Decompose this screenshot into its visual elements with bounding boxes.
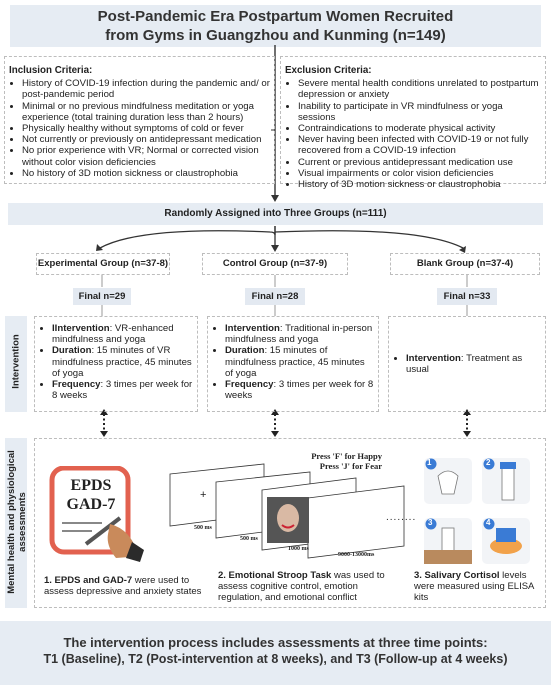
intervention-blank-box: Intervention: Treatment as usual: [388, 316, 546, 412]
inclusion-list: History of COVID-19 infection during the…: [9, 78, 270, 179]
intervention-experimental-box: IIntervention: VR-enhanced mindfulness a…: [34, 316, 198, 412]
exclusion-item: Contraindications to moderate physical a…: [298, 123, 541, 134]
exp-val-intervention: : VR-enhanced mindfulness and yoga: [52, 323, 174, 346]
inclusion-item: Not currently or previously on antidepre…: [22, 134, 270, 145]
assessment-side-line2: assessments: [17, 492, 28, 552]
assessment-side-line1: Mental health and physiological: [6, 450, 17, 594]
exclusion-item: Severe mental health conditions unrelate…: [298, 78, 541, 100]
ctl-key-duration: Duration: [225, 345, 265, 357]
timing-label: 500 ms: [194, 525, 212, 531]
intervention-control-box: Intervention: Traditional in-person mind…: [207, 316, 379, 412]
cortisol-illustration: 1 2 3 4: [424, 458, 540, 568]
intervention-side-text: Intervention: [10, 334, 22, 389]
stroop-instruction: Press 'F' for Happy Press 'J' for Fear: [292, 451, 382, 471]
caption-epds-text: were used to assess depressive and anxie…: [44, 575, 202, 597]
caption-stroop-text: was used to assess cognitive control, em…: [218, 570, 385, 603]
exclusion-criteria-box: Exclusion Criteria: Severe mental health…: [280, 56, 546, 190]
caption-stroop: 2. Emotional Stroop Task was used to ass…: [218, 570, 388, 603]
exclusion-item: Visual impairments or color vision defic…: [298, 168, 541, 179]
blank-key-intervention: Intervention: [406, 353, 461, 364]
exp-val-frequency: : 3 times per week for 8 weeks: [52, 379, 193, 402]
final-control: Final n=28: [245, 288, 305, 305]
cortisol-steps-icon: [424, 458, 530, 564]
cortisol-step-number: 1: [427, 458, 432, 467]
ctl-key-intervention: Intervention: [225, 323, 280, 334]
footer-banner: The intervention process includes assess…: [0, 621, 551, 685]
footer-line1: The intervention process includes assess…: [63, 635, 488, 650]
caption-cortisol: 3. Salivary Cortisol levels were measure…: [414, 570, 542, 603]
caption-stroop-bold: 2. Emotional Stroop Task: [218, 570, 332, 581]
inclusion-criteria-box: Inclusion Criteria: History of COVID-19 …: [4, 56, 275, 184]
inclusion-item: History of COVID-19 infection during the…: [22, 78, 270, 100]
caption-cortisol-text: levels were measured using ELISA kits: [414, 570, 534, 603]
final-experimental: Final n=29: [73, 288, 131, 305]
stroop-screens: [169, 463, 405, 559]
caption-epds: 1. EPDS and GAD-7 were used to assess de…: [44, 575, 206, 597]
stroop-ellipsis: ........: [386, 512, 417, 523]
cortisol-step-number: 2: [486, 458, 491, 467]
exclusion-list: Severe mental health conditions unrelate…: [285, 78, 541, 190]
ctl-val-frequency: : 3 times per week for 8 weeks: [225, 379, 374, 402]
cortisol-step-number: 4: [486, 518, 491, 527]
intervention-side-label: Intervention: [5, 316, 27, 412]
timing-label: 9000-13000ms: [338, 552, 375, 558]
exclusion-item: History of 3D motion sickness or claustr…: [298, 179, 541, 190]
inclusion-item: Physically healthy without symptoms of c…: [22, 123, 270, 134]
exclusion-item: Inability to participate in VR mindfulne…: [298, 101, 541, 123]
fixation-cross: +: [200, 489, 207, 501]
group-experimental: Experimental Group (n=37-8): [36, 253, 170, 275]
caption-epds-bold: 1. EPDS and GAD-7: [44, 575, 133, 586]
inclusion-heading: Inclusion Criteria:: [9, 65, 93, 76]
cortisol-step-number: 3: [428, 518, 433, 527]
assessment-side-label: Mental health and physiological assessme…: [5, 437, 28, 608]
timing-label: 500 ms: [240, 536, 258, 542]
stroop-press-j: Press 'J' for Fear: [319, 461, 382, 471]
exp-val-duration: : 15 minutes of VR mindfulness practice,…: [52, 345, 192, 379]
assessment-side-text: Mental health and physiological assessme…: [6, 437, 28, 607]
exp-key-intervention: IIntervention: [52, 323, 110, 334]
inclusion-item: No history of 3D motion sickness or clau…: [22, 168, 270, 179]
title-line2: from Gyms in Guangzhou and Kunming (n=14…: [105, 27, 446, 44]
inclusion-item: Minimal or no previous mindfulness medit…: [22, 101, 270, 123]
group-control: Control Group (n=37-9): [202, 253, 348, 275]
exclusion-item: Never having been infected with COVID-19…: [298, 134, 541, 156]
assessment-box: [34, 438, 546, 608]
inclusion-item: No prior experience with VR; Normal or c…: [22, 145, 270, 167]
randomization-banner: Randomly Assigned into Three Groups (n=1…: [8, 203, 543, 225]
exp-key-frequency: Frequency: [52, 379, 101, 391]
gad-label: GAD-7: [66, 496, 116, 513]
clipboard-icon: [49, 465, 144, 562]
footer-line2: T1 (Baseline), T2 (Post-intervention at …: [43, 652, 508, 666]
timing-label: 1000 ms: [288, 546, 309, 552]
caption-cortisol-bold: 3. Salivary Cortisol: [414, 570, 500, 581]
epds-label: EPDS: [70, 477, 112, 494]
stroop-press-f: Press 'F' for Happy: [311, 451, 382, 461]
stroop-illustration: + Press 'F' for Happy Press 'J' for Fear…: [164, 446, 414, 564]
ctl-val-duration: : 15 minutes of mindfulness practice, 45…: [225, 345, 365, 379]
title-line1: Post-Pandemic Era Postpartum Women Recru…: [97, 8, 454, 25]
blank-val-intervention: : Treatment as usual: [406, 353, 523, 376]
ctl-val-intervention: : Traditional in-person mindfulness and …: [225, 323, 373, 346]
epds-gad-label: EPDS GAD-7: [56, 476, 126, 514]
title-banner: Post-Pandemic Era Postpartum Women Recru…: [10, 5, 541, 47]
exp-key-duration: Duration: [52, 345, 92, 357]
final-blank: Final n=33: [437, 288, 497, 305]
ctl-key-frequency: Frequency: [225, 379, 274, 391]
clipboard-illustration: EPDS GAD-7: [48, 465, 146, 564]
group-blank: Blank Group (n=37-4): [390, 253, 540, 275]
exclusion-heading: Exclusion Criteria:: [285, 65, 372, 76]
exclusion-item: Current or previous antidepressant medic…: [298, 157, 541, 168]
